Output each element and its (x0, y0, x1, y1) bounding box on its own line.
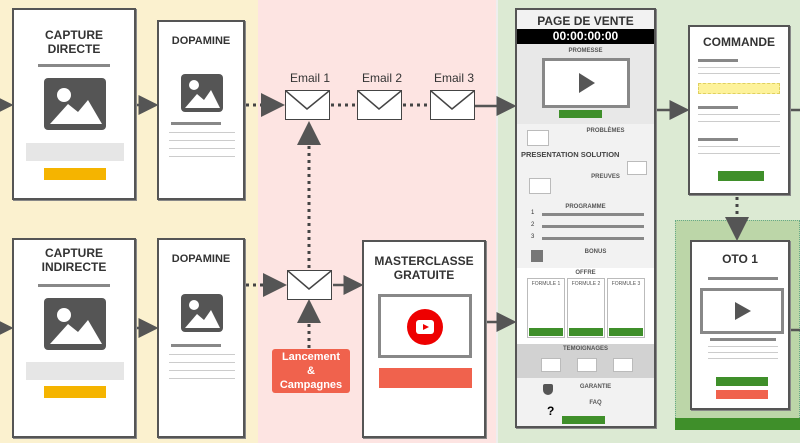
solution-label: PRESENTATION SOLUTION (521, 150, 620, 159)
promise-label: PROMESSE (568, 48, 603, 54)
program-item-2: 2 (531, 222, 535, 228)
video-frame (378, 294, 472, 358)
promise-button[interactable] (559, 110, 602, 118)
bonus-label: BONUS (584, 249, 607, 255)
image-icon (44, 298, 106, 350)
capture-direct-title: CAPTURE DIRECTE (44, 28, 103, 56)
email-3-envelope-icon[interactable] (430, 90, 475, 120)
formula-2[interactable]: FORMULE 2 (567, 278, 605, 338)
capture-direct-card[interactable]: CAPTURE DIRECTE (12, 8, 136, 200)
question-icon: ? (547, 404, 555, 418)
masterclass-button[interactable] (379, 368, 472, 388)
program-item-3: 3 (531, 234, 535, 240)
dopamine-bottom-card[interactable]: DOPAMINE (157, 238, 245, 438)
problems-label: PROBLÈMES (586, 128, 625, 134)
order-button[interactable] (718, 171, 764, 181)
testimonials-label: TEMOIGNAGES (562, 346, 608, 352)
sales-page-buy-button[interactable] (562, 416, 605, 424)
capture-indirect-card[interactable]: CAPTURE INDIRECTE (12, 238, 136, 438)
oto-zone-bar (675, 418, 800, 430)
program-item-1: 1 (531, 210, 535, 216)
youtube-icon[interactable] (407, 309, 443, 345)
launch-envelope-icon[interactable] (287, 270, 332, 300)
faq-label: FAQ (589, 400, 602, 406)
guarantee-label: GARANTIE (579, 384, 612, 390)
image-icon (44, 78, 106, 130)
oto-card[interactable]: OTO 1 (690, 240, 790, 410)
capture-indirect-button[interactable] (44, 386, 106, 398)
masterclass-title: MASTERCLASSE GRATUITE (374, 254, 474, 282)
countdown-timer: 00:00:00:00 (517, 29, 654, 44)
proofs-label: PREUVES (591, 174, 620, 180)
formula-1-label: FORMULE 1 (531, 281, 561, 287)
oto-accept-button[interactable] (716, 377, 768, 386)
capture-direct-button[interactable] (44, 168, 106, 180)
launch-label: Lancement & Campagnes (279, 351, 343, 391)
shield-icon (543, 384, 553, 395)
dopamine-top-title: DOPAMINE (171, 35, 231, 47)
email-3-label: Email 3 (434, 71, 475, 85)
video-play-icon[interactable] (542, 58, 630, 108)
video-play-icon[interactable] (700, 288, 784, 334)
formula-3[interactable]: FORMULE 3 (607, 278, 645, 338)
masterclass-card[interactable]: MASTERCLASSE GRATUITE (362, 240, 486, 438)
dopamine-bottom-title: DOPAMINE (171, 253, 231, 265)
dopamine-top-card[interactable]: DOPAMINE (157, 20, 245, 200)
sales-page-card[interactable]: PAGE DE VENTE 00:00:00:00 PROMESSE PROBL… (515, 8, 656, 428)
sales-page-title: PAGE DE VENTE (537, 14, 634, 28)
formula-3-label: FORMULE 3 (611, 281, 641, 287)
formula-2-label: FORMULE 2 (571, 281, 601, 287)
email-1-envelope-icon[interactable] (285, 90, 330, 120)
image-icon (181, 294, 223, 332)
program-label: PROGRAMME (565, 204, 606, 210)
order-title: COMMANDE (703, 35, 775, 49)
order-card[interactable]: COMMANDE (688, 25, 790, 195)
oto-decline-button[interactable] (716, 390, 768, 399)
gift-icon (531, 250, 543, 262)
capture-indirect-title: CAPTURE INDIRECTE (41, 246, 107, 274)
order-checkbox-highlight[interactable] (698, 83, 780, 94)
email-2-label: Email 2 (362, 71, 403, 85)
oto-title: OTO 1 (722, 252, 758, 266)
email-2-envelope-icon[interactable] (357, 90, 402, 120)
image-icon (181, 74, 223, 112)
launch-campaigns-button[interactable]: Lancement & Campagnes (272, 349, 350, 393)
offer-label: OFFRE (575, 270, 596, 276)
formula-1[interactable]: FORMULE 1 (527, 278, 565, 338)
email-1-label: Email 1 (290, 71, 331, 85)
